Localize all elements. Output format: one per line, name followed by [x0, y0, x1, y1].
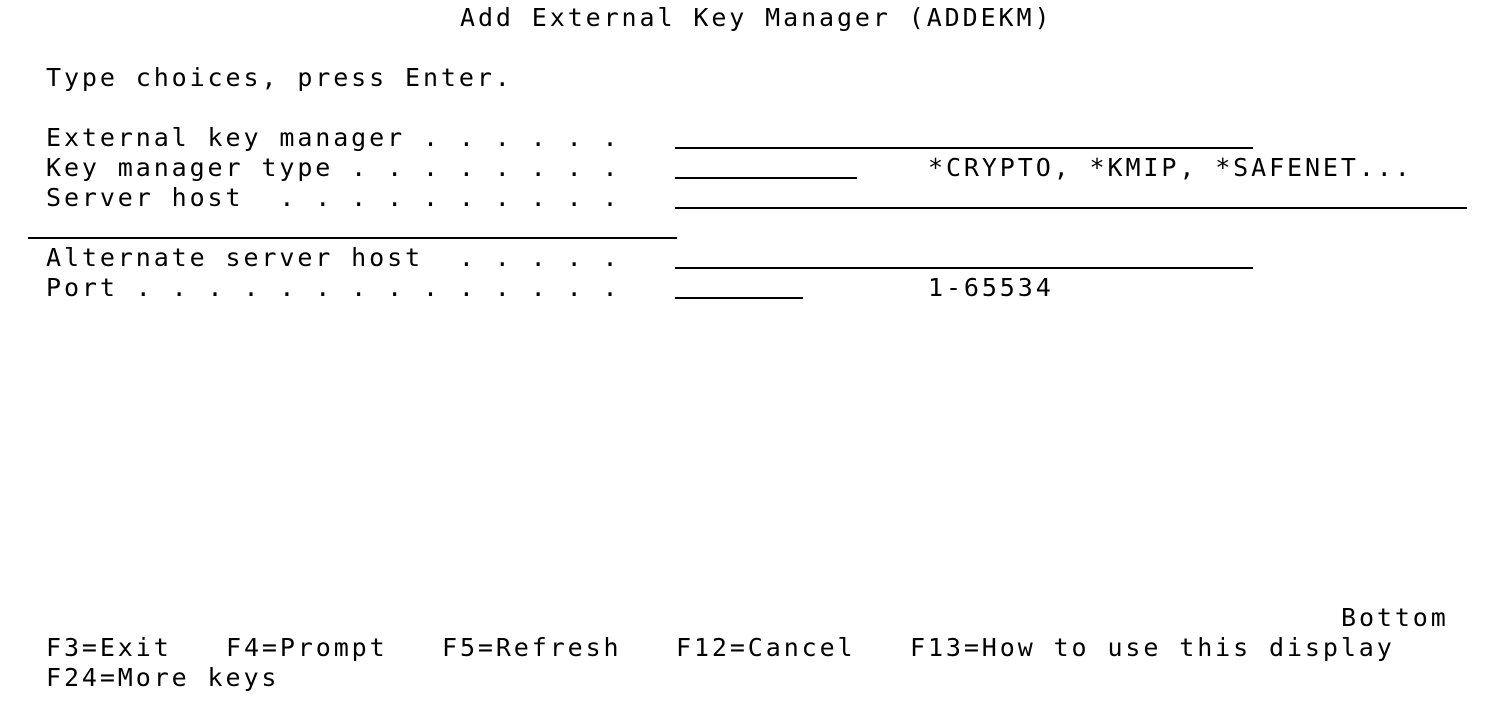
alternate-server-host-label: Alternate server host . . . . .	[46, 243, 621, 272]
position-indicator: Bottom	[1341, 603, 1449, 632]
server-host-underline-continuation	[28, 237, 677, 239]
key-manager-type-label: Key manager type . . . . . . . .	[46, 153, 621, 182]
server-host-input-continuation[interactable]	[28, 215, 677, 239]
port-hint: 1-65534	[928, 273, 1054, 302]
instruction-text: Type choices, press Enter.	[46, 63, 513, 92]
f24-more-keys[interactable]: F24=More keys	[46, 663, 280, 692]
external-key-manager-underline	[675, 147, 1253, 149]
external-key-manager-input[interactable]	[675, 125, 1253, 149]
server-host-input[interactable]	[675, 185, 1467, 209]
f12-cancel-key[interactable]: F12=Cancel	[676, 633, 856, 662]
key-manager-type-hint: *CRYPTO, *KMIP, *SAFENET...	[928, 153, 1413, 182]
f5-refresh-key[interactable]: F5=Refresh	[442, 633, 622, 662]
server-host-label: Server host . . . . . . . . . .	[46, 183, 621, 212]
alternate-server-host-input[interactable]	[675, 245, 1253, 269]
key-manager-type-input[interactable]	[675, 155, 857, 179]
f4-prompt-key[interactable]: F4=Prompt	[226, 633, 388, 662]
port-label: Port . . . . . . . . . . . . . .	[46, 273, 621, 302]
port-underline	[675, 297, 803, 299]
port-input[interactable]	[675, 275, 803, 299]
external-key-manager-label: External key manager . . . . . .	[46, 123, 621, 152]
server-host-underline	[675, 207, 1467, 209]
f13-help-key[interactable]: F13=How to use this display	[910, 633, 1395, 662]
key-manager-type-underline	[675, 177, 857, 179]
alternate-server-host-underline	[675, 267, 1253, 269]
f3-exit-key[interactable]: F3=Exit	[46, 633, 172, 662]
screen-title: Add External Key Manager (ADDEKM)	[460, 3, 1053, 32]
